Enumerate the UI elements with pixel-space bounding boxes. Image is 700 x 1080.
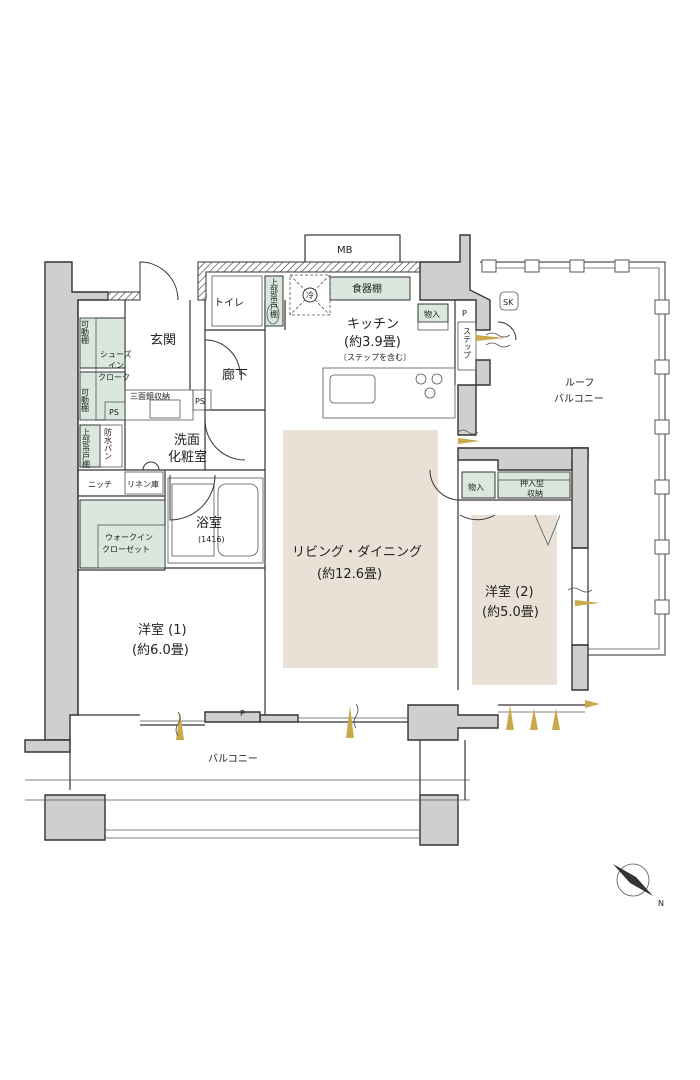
- p2-label: P: [240, 709, 245, 718]
- shoes-label-3: クローク: [98, 373, 130, 382]
- walkin-label-1: ウォークイン: [105, 533, 153, 542]
- ps1-label: PS: [109, 408, 119, 417]
- mb-label: MB: [337, 245, 353, 256]
- p1-label: P: [462, 309, 467, 318]
- roof-balcony-label-1: ルーフ: [565, 378, 594, 389]
- upper-cabinet-toilet-label: 上部吊戸棚: [270, 278, 279, 319]
- doors: [139, 261, 517, 521]
- entrance-storage: [79, 317, 212, 421]
- kitchen-name-label: キッチン: [347, 317, 399, 332]
- movable-shelf-1-label: 可動棚: [81, 320, 90, 345]
- mb-box: [304, 234, 401, 264]
- linen-label: リネン庫: [127, 479, 159, 489]
- movable-shelf-2-label: 可動棚: [81, 388, 90, 413]
- roof-balcony: [480, 259, 670, 656]
- walkin-storage: [79, 499, 166, 569]
- compass-n-label: N: [658, 899, 664, 908]
- walls: [24, 234, 589, 846]
- sk-box: SK: [499, 291, 519, 311]
- wash-fixtures: [79, 424, 264, 564]
- walkin-label-2: クローゼット: [102, 544, 150, 554]
- storage1-label: 物入: [424, 309, 440, 319]
- compass-icon: [613, 863, 653, 897]
- balcony-label: バルコニー: [208, 753, 258, 765]
- western1-size-label: (約6.0畳): [132, 643, 189, 658]
- shoes-label-2: イン: [108, 361, 124, 370]
- vent-accents: [175, 332, 600, 740]
- hallway-label: 廊下: [222, 367, 248, 383]
- kitchen-note-label: 〔ステップを含む〕: [339, 352, 411, 362]
- kitchen-size-label: (約3.9畳): [344, 335, 401, 350]
- western2-name-label: 洋室 (2): [485, 584, 534, 600]
- step-label: ステップ: [463, 327, 472, 359]
- living-size-label: (約12.6畳): [317, 567, 382, 582]
- sk-label: SK: [503, 298, 514, 307]
- cold-label: 冷: [306, 290, 314, 300]
- washroom-label-1: 洗面: [174, 433, 200, 448]
- oshiire-label-1: 押入型: [520, 478, 544, 488]
- ps2-label: PS: [195, 397, 205, 406]
- living-fill: [283, 430, 438, 668]
- cupboard-label: 食器棚: [352, 282, 382, 295]
- niche-label: ニッチ: [88, 480, 112, 489]
- toilet-label: トイレ: [214, 298, 244, 309]
- bath-size-label: (1416): [198, 535, 225, 544]
- storage2-label: 物入: [468, 482, 484, 492]
- mirror-storage-label: 三面鏡収納: [130, 391, 170, 401]
- western2-fill: [472, 515, 557, 685]
- balcony-lines: [25, 740, 470, 839]
- shoes-label-1: シューズ: [100, 349, 132, 359]
- oshiire-label-2: 収納: [527, 488, 543, 498]
- toilet-fixtures: [211, 275, 284, 327]
- living-name-label: リビング・ダイニング: [292, 545, 422, 560]
- upper-cabinet-wash-label: 上部吊戸棚: [82, 428, 91, 469]
- western2-size-label: (約5.0畳): [482, 605, 539, 620]
- western1-name-label: 洋室 (1): [138, 622, 187, 638]
- western2-storage: [461, 471, 571, 547]
- washroom-label-2: 化粧室: [168, 449, 207, 465]
- bath-name-label: 浴室: [196, 515, 222, 531]
- roof-balcony-label-2: バルコニー: [554, 393, 604, 405]
- entrance-label: 玄関: [150, 333, 176, 348]
- kitchen-fixtures: [289, 274, 477, 419]
- waterproof-pan-label: 防水パン: [104, 427, 113, 460]
